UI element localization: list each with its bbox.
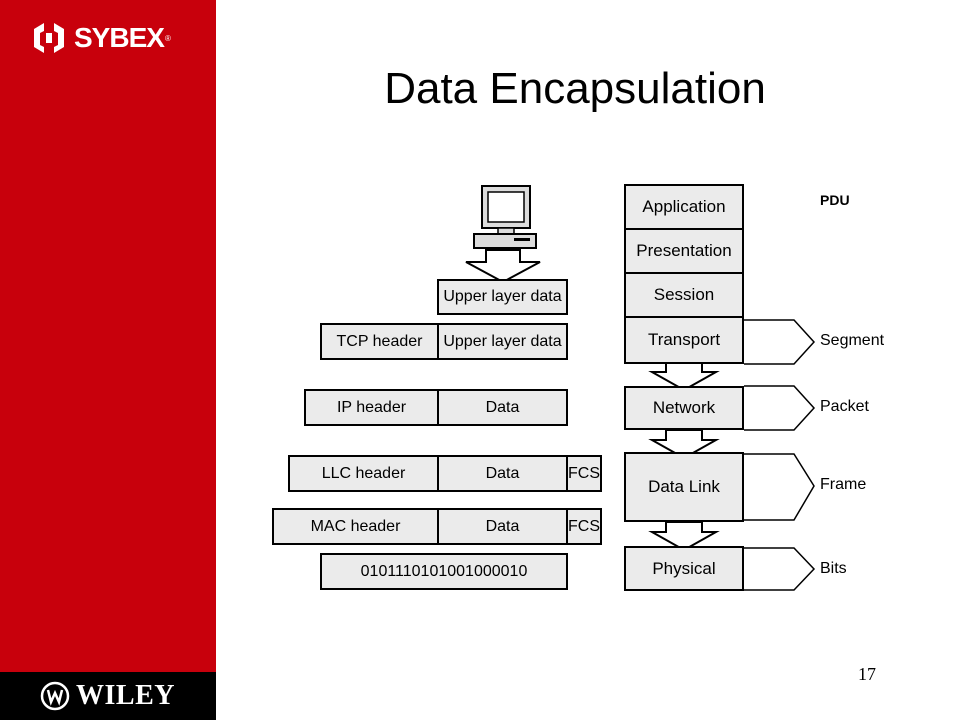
pdu-title: PDU <box>820 192 850 208</box>
osi-layer-presentation: Presentation <box>626 230 742 274</box>
tcp-payload-cell: Upper layer data <box>443 332 562 350</box>
osi-layer-physical: Physical <box>624 546 744 591</box>
slide-title: Data Encapsulation <box>384 64 766 113</box>
ip-header-cell: IP header <box>306 391 439 424</box>
sybex-logo: SYBEX ® <box>30 18 171 58</box>
llc-data-cell: Data <box>439 457 568 490</box>
datalink-physical-arrow-icon <box>648 521 720 552</box>
segment-bracket-icon <box>744 319 816 365</box>
osi-upper-layers-group <box>624 184 744 364</box>
osi-layer-session: Session <box>626 274 742 318</box>
computer-icon <box>473 185 537 249</box>
pdu-label-frame: Frame <box>820 476 867 493</box>
pdu-label-bits: Bits <box>820 560 847 577</box>
pdu-label-packet: Packet <box>820 398 869 415</box>
sybex-wordmark: SYBEX <box>74 22 165 53</box>
osi-layer-transport: Transport <box>626 318 742 362</box>
mac-header-cell: MAC header <box>274 510 439 543</box>
packet-bracket-icon <box>744 385 816 431</box>
sybex-registered-mark: ® <box>164 33 171 43</box>
row-mac-frame: MAC header Data FCS <box>272 508 602 545</box>
sidebar <box>0 0 216 720</box>
pdu-label-segment: Segment <box>820 332 885 349</box>
wiley-wordmark: WILEY <box>76 680 175 711</box>
mac-data-cell: Data <box>439 510 568 543</box>
upper-layer-data-cell: Upper layer data <box>443 288 562 305</box>
wiley-emblem-icon <box>40 681 70 711</box>
osi-layer-application: Application <box>626 186 742 230</box>
wiley-logo: WILEY <box>40 678 175 714</box>
row-upper-layer-data: Upper layer data <box>437 279 568 315</box>
bits-bracket-icon <box>744 547 816 591</box>
osi-layer-data-link: Data Link <box>624 452 744 522</box>
row-bits: 0101110101001000010 <box>320 553 568 590</box>
ip-data-cell: Data <box>485 398 520 416</box>
llc-header-cell: LLC header <box>290 457 439 490</box>
bits-cell: 0101110101001000010 <box>360 562 528 580</box>
frame-bracket-icon <box>744 453 815 521</box>
computer-down-arrow-icon <box>465 249 541 284</box>
row-tcp-segment: TCP header Upper layer data <box>320 323 568 360</box>
page-number: 17 <box>858 664 876 684</box>
osi-layer-network: Network <box>624 386 744 430</box>
mac-fcs-cell: FCS <box>568 517 600 535</box>
tcp-header-cell: TCP header <box>322 325 439 358</box>
row-ip-packet: IP header Data <box>304 389 568 426</box>
sybex-emblem-icon <box>34 23 64 53</box>
row-llc-frame: LLC header Data FCS <box>288 455 602 492</box>
network-datalink-arrow-icon <box>648 429 720 460</box>
llc-fcs-cell: FCS <box>568 464 600 482</box>
sidebar-footer <box>0 672 216 720</box>
